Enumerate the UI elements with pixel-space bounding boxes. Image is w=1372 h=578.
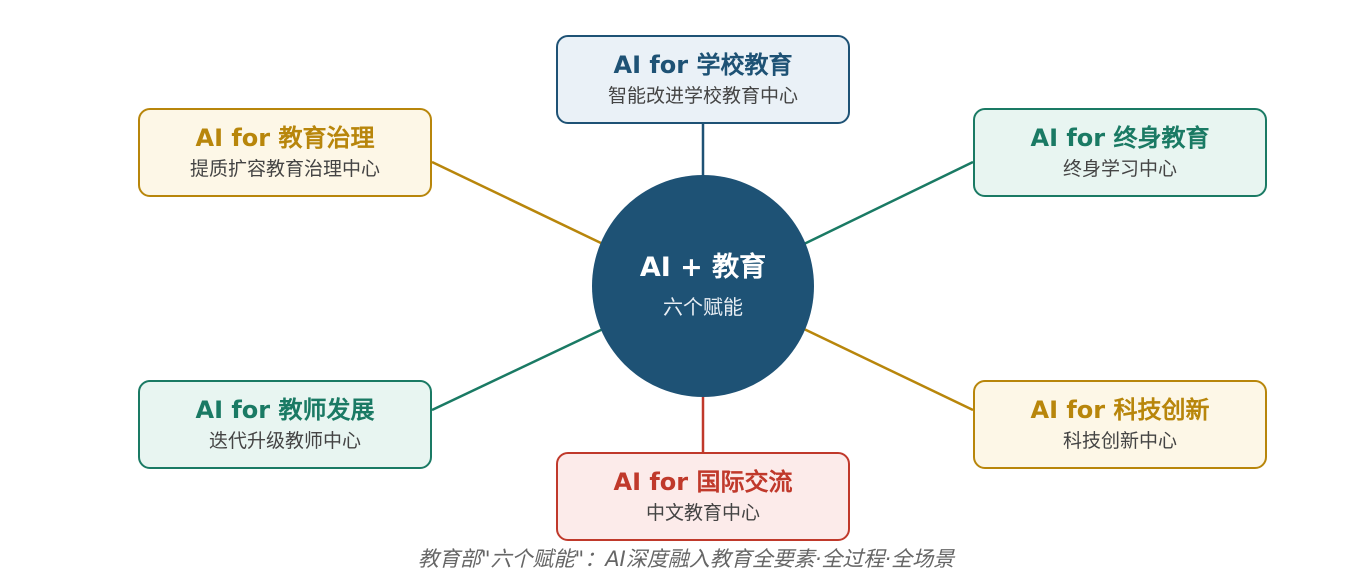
node-title: AI for 国际交流 — [613, 468, 793, 496]
connector-teacher — [431, 327, 604, 412]
connector-lifelong — [803, 160, 974, 246]
diagram-caption: 教育部"六个赋能"：AI深度融入教育全要素·全过程·全场景 — [417, 547, 955, 571]
center-hub: AI + 教育 六个赋能 — [592, 175, 814, 397]
node-title: AI for 学校教育 — [613, 51, 793, 79]
node-title: AI for 终身教育 — [1030, 124, 1210, 152]
center-subtitle: 六个赋能 — [663, 295, 743, 319]
node-subtitle: 智能改进学校教育中心 — [607, 85, 798, 107]
node-subtitle: 中文教育中心 — [645, 502, 760, 524]
connector-governance — [431, 160, 604, 246]
node-title: AI for 教师发展 — [195, 396, 375, 424]
node-subtitle: 终身学习中心 — [1062, 158, 1177, 180]
node-teacher-development: AI for 教师发展 迭代升级教师中心 — [138, 380, 432, 469]
connector-tech — [803, 327, 974, 412]
node-subtitle: 迭代升级教师中心 — [208, 430, 361, 452]
node-international-exchange: AI for 国际交流 中文教育中心 — [556, 452, 850, 541]
node-title: AI for 科技创新 — [1030, 396, 1210, 424]
node-lifelong-education: AI for 终身教育 终身学习中心 — [973, 108, 1267, 197]
node-tech-innovation: AI for 科技创新 科技创新中心 — [973, 380, 1267, 469]
node-title: AI for 教育治理 — [195, 124, 375, 152]
node-subtitle: 科技创新中心 — [1062, 430, 1177, 452]
node-school-education: AI for 学校教育 智能改进学校教育中心 — [556, 35, 850, 124]
node-subtitle: 提质扩容教育治理中心 — [189, 158, 380, 180]
node-education-governance: AI for 教育治理 提质扩容教育治理中心 — [138, 108, 432, 197]
center-title: AI + 教育 — [639, 252, 767, 283]
